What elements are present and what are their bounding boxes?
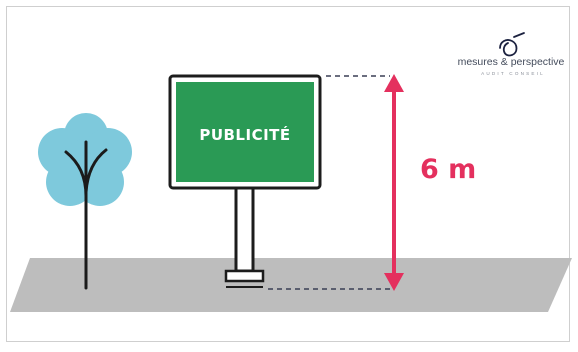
sign-label: PUBLICITÉ: [199, 125, 290, 144]
arrow-up-icon: [384, 74, 404, 92]
height-label: 6 m: [420, 154, 476, 185]
height-arrow: [384, 74, 404, 291]
logo-tagline: AUDIT CONSEIL: [481, 71, 545, 76]
billboard-panel: [176, 82, 314, 182]
ground-strip: [10, 258, 572, 312]
company-logo: mesures & perspective AUDIT CONSEIL: [458, 32, 565, 76]
measurement-guides: [268, 75, 390, 290]
tree-trunk: [64, 140, 108, 290]
tree-icon: [38, 113, 132, 290]
arrow-down-icon: [384, 273, 404, 291]
billboard-sign: PUBLICITÉ: [168, 74, 322, 190]
billboard-post: [224, 183, 265, 288]
logo-swirl-icon: [499, 32, 525, 57]
logo-name: mesures & perspective: [458, 56, 565, 68]
